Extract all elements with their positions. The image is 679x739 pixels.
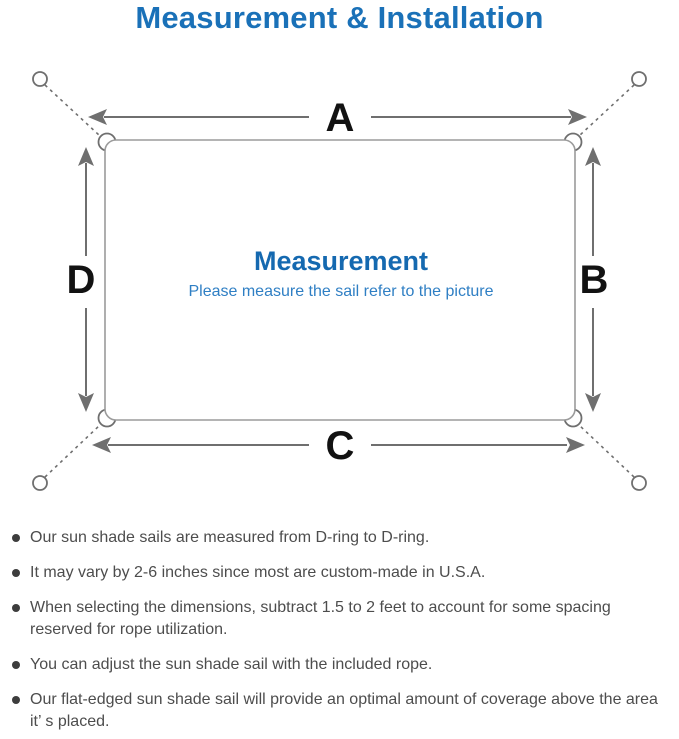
list-item: Our flat-edged sun shade sail will provi… xyxy=(10,689,667,733)
dimension-arrow-d xyxy=(78,147,94,412)
rope-line-bottom-right xyxy=(578,424,635,478)
list-item: Our sun shade sails are measured from D-… xyxy=(10,527,667,549)
dimension-label-d: D xyxy=(67,258,96,302)
note-text: It may vary by 2-6 inches since most are… xyxy=(30,564,486,581)
bullet-icon xyxy=(12,604,20,612)
anchor-point-icon-bottom-left xyxy=(32,475,48,491)
list-item: You can adjust the sun shade sail with t… xyxy=(10,654,667,676)
bullet-icon xyxy=(12,661,20,669)
rope-line-top-left xyxy=(44,84,101,137)
note-text: Our sun shade sails are measured from D-… xyxy=(30,529,430,546)
anchor-point-icon-top-left xyxy=(32,71,48,87)
dimension-arrow-a xyxy=(88,109,587,125)
bullet-icon xyxy=(12,569,20,577)
note-text: When selecting the dimensions, subtract … xyxy=(30,599,611,638)
dimension-label-c: C xyxy=(326,424,355,468)
bullet-icon xyxy=(12,696,20,704)
bullet-icon xyxy=(12,534,20,542)
dimension-arrow-c xyxy=(92,437,585,453)
dimension-label-a: A xyxy=(326,96,355,140)
dimension-label-b: B xyxy=(580,258,609,302)
rope-line-bottom-left xyxy=(44,424,101,478)
rope-line-top-right xyxy=(578,84,635,137)
diagram-center-title: Measurement xyxy=(254,246,428,276)
sail-outline xyxy=(104,139,576,421)
anchor-point-icon-top-right xyxy=(631,71,647,87)
diagram-center-subtitle: Please measure the sail refer to the pic… xyxy=(188,283,493,300)
sail-measurement-diagram: A C D B Measurement Please measure the s… xyxy=(32,71,647,491)
notes-list: Our sun shade sails are measured from D-… xyxy=(10,527,667,739)
dimension-arrow-b xyxy=(585,147,601,412)
list-item: When selecting the dimensions, subtract … xyxy=(10,597,667,641)
page-title: Measurement & Installation xyxy=(135,0,544,35)
list-item: It may vary by 2-6 inches since most are… xyxy=(10,562,667,584)
anchor-point-icon-bottom-right xyxy=(631,475,647,491)
note-text: You can adjust the sun shade sail with t… xyxy=(30,656,433,673)
note-text: Our flat-edged sun shade sail will provi… xyxy=(30,691,658,730)
